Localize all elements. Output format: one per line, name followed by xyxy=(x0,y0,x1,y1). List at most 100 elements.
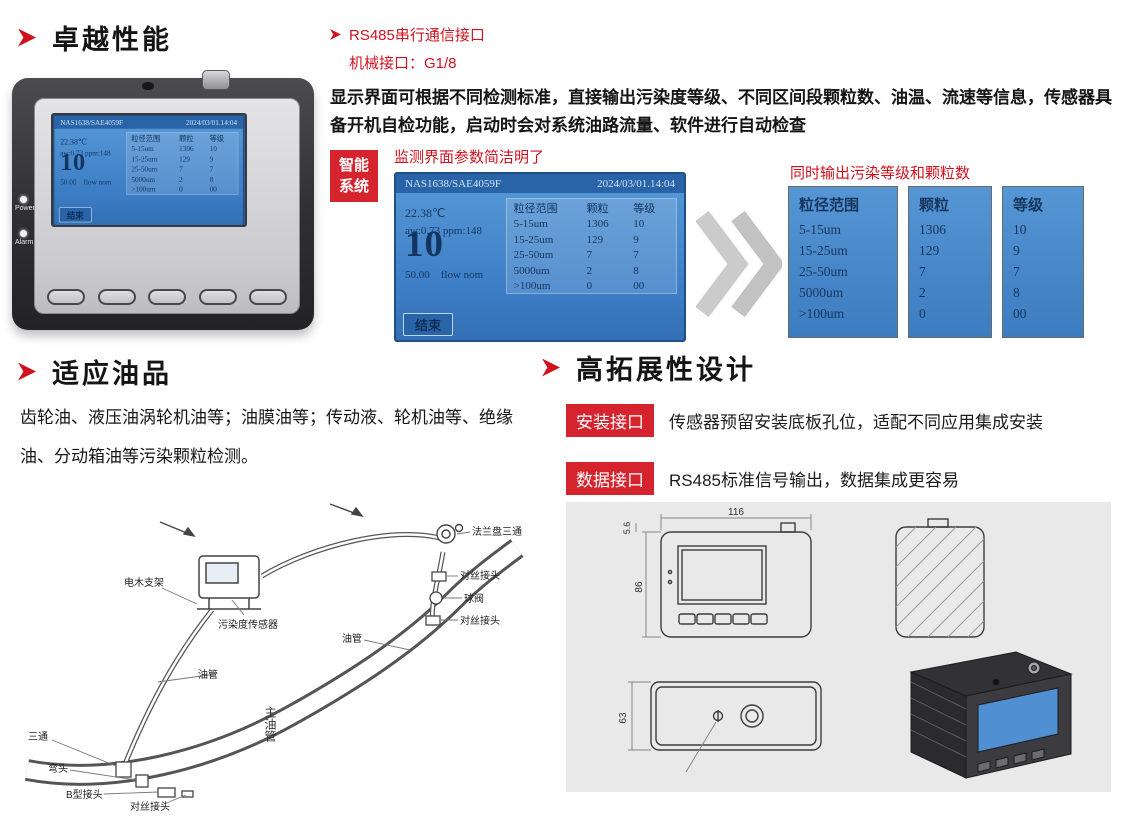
fitting3-label: 对丝接头 xyxy=(130,800,170,813)
installation-diagram: 主油管 xyxy=(24,503,524,813)
rs485-interface-line: RS485串行通信接口 xyxy=(330,24,485,45)
lcd-header: NAS1638/SAE4059F 2024/03/01.14:04 xyxy=(54,116,243,129)
performance-section-header: 卓越性能 xyxy=(18,18,172,57)
device-top-hole xyxy=(141,82,154,90)
lcd-col-range: 粒径范围 xyxy=(513,203,558,215)
technical-drawings: 116 86 5.6 xyxy=(618,507,1073,779)
expand-section-header: 高拓展性设计 xyxy=(542,348,756,387)
right-hose xyxy=(260,531,446,623)
bracket-label: 电木支架 xyxy=(124,576,164,589)
leader-lines xyxy=(51,531,471,805)
flange-symbol xyxy=(436,523,464,544)
lcd-col-range: 粒径范围 xyxy=(131,135,161,144)
output-caption: 同时输出污染等级和颗粒数 xyxy=(790,165,971,182)
smart-system-badge: 智能系统 xyxy=(330,150,378,202)
fitting2-label: 对丝接头 xyxy=(460,614,500,627)
product-photo: Power Alarm NAS1638/SAE4059F 2024/03/01.… xyxy=(12,70,314,330)
data-badge: 数据接口 xyxy=(566,462,654,495)
device-key xyxy=(97,289,136,305)
lcd-end-button: 结束 xyxy=(58,207,92,223)
lcd-datetime: 2024/03/01.14:04 xyxy=(186,118,238,127)
lcd-temperature: 22.38℃ xyxy=(405,206,446,220)
dim-height: 86 xyxy=(634,581,645,593)
device-key xyxy=(249,289,287,305)
hose1-label: 油管 xyxy=(342,632,362,645)
device-body: Power Alarm NAS1638/SAE4059F 2024/03/01.… xyxy=(12,70,314,330)
performance-description: 显示界面可根据不同检测标准，直接输出污染度等级、不同区间段颗粒数、油温、流速等信… xyxy=(330,88,1112,135)
main-pipe xyxy=(24,539,524,786)
install-text: 传感器预留安装底板孔位，适配不同应用集成安装 xyxy=(669,413,1043,432)
lcd-col-grade: 等级 xyxy=(633,203,656,215)
output-panels: 粒径范围 5-15um 15-25um 25-50um 5000um >100u… xyxy=(788,186,1084,338)
device-keypad xyxy=(47,289,287,305)
data-text: RS485标准信号输出，数据集成更容易 xyxy=(669,471,959,490)
expand-title: 高拓展性设计 xyxy=(576,355,756,385)
main-pipe-label: 主油管 xyxy=(263,706,277,743)
lcd-screen-small: NAS1638/SAE4059F 2024/03/01.14:04 22.38℃… xyxy=(53,115,245,225)
render-3d xyxy=(909,651,1073,779)
install-badge: 安装接口 xyxy=(566,404,654,437)
lcd-grade: 10 xyxy=(405,224,444,265)
front-dimensions xyxy=(635,514,812,638)
double-chevron-icon xyxy=(696,210,782,318)
dim-width: 116 xyxy=(728,507,744,518)
oils-description: 齿轮油、液压油涡轮机油等；油膜油等；传动液、轮机油等、绝缘油、分动箱油等污染颗粒… xyxy=(20,408,513,467)
screen-caption: 监测界面参数简洁明了 xyxy=(394,149,545,166)
sensor-label: 污染度传感器 xyxy=(218,618,278,631)
side-view-hatching xyxy=(895,526,985,638)
rs485-label: RS485串行通信接口 xyxy=(349,27,485,44)
bottom-fitting-symbols xyxy=(115,761,194,798)
lcd-screen-large: NAS1638/SAE4059F 2024/03/01.14:04 22.38℃… xyxy=(394,172,686,342)
device-connector xyxy=(202,70,231,90)
lcd-grade: 10 xyxy=(60,149,86,176)
power-led-label: Power xyxy=(15,205,35,212)
power-led xyxy=(20,196,27,203)
left-hose xyxy=(122,608,214,765)
oils-section-header: 适应油品 xyxy=(18,352,172,391)
device-key xyxy=(198,289,237,305)
lcd-col-particles: 颗粒 xyxy=(586,203,609,215)
lcd-end-button: 结束 xyxy=(403,313,454,336)
lcd-status: aw:0.73 ppm:148 50.00 flow nom xyxy=(405,224,484,282)
fitting1-label: 对丝接头 xyxy=(460,569,500,582)
lcd-status: aw:0.73 ppm:148 50.00 flow nom xyxy=(60,149,112,187)
alarm-led-label: Alarm xyxy=(15,239,34,246)
oils-title: 适应油品 xyxy=(52,359,172,389)
fitting-symbols xyxy=(425,571,447,626)
lcd-temperature: 22.38℃ xyxy=(60,137,87,147)
panel-particle-count: 颗粒 1306 129 7 2 0 xyxy=(908,186,992,338)
device-screen: NAS1638/SAE4059F 2024/03/01.14:04 22.38℃… xyxy=(51,113,247,227)
front-view xyxy=(660,522,812,638)
lcd-datetime: 2024/03/01.14:04 xyxy=(597,178,675,190)
alarm-led xyxy=(20,230,27,237)
bottom-dimensions xyxy=(628,681,717,773)
lcd-standard: NAS1638/SAE4059F xyxy=(405,178,501,190)
panel-grade: 等级 10 9 7 8 00 xyxy=(1002,186,1084,338)
bottom-view xyxy=(650,681,822,751)
red-arrow-icon xyxy=(330,29,341,40)
device-front-panel: NAS1638/SAE4059F 2024/03/01.14:04 22.38℃… xyxy=(34,98,300,314)
red-arrow-icon xyxy=(18,28,36,47)
mechanical-interface-line: 机械接口：G1/8 xyxy=(349,55,457,72)
hose2-label: 油管 xyxy=(198,668,218,681)
red-arrow-icon xyxy=(542,358,560,377)
lcd-header: NAS1638/SAE4059F 2024/03/01.14:04 xyxy=(396,174,684,193)
dim-depth: 63 xyxy=(618,712,629,724)
device-key xyxy=(47,289,85,305)
lcd-col-particles: 颗粒 xyxy=(179,135,194,144)
elbow-label: 弯头 xyxy=(48,762,68,775)
red-arrow-icon xyxy=(18,362,36,381)
data-interface-row: 数据接口 RS485标准信号输出，数据集成更容易 xyxy=(566,462,959,495)
panel-size-range: 粒径范围 5-15um 15-25um 25-50um 5000um >100u… xyxy=(788,186,898,338)
flange-label: 法兰盘三通 xyxy=(472,525,522,538)
valve-label: 球阀 xyxy=(464,592,484,605)
